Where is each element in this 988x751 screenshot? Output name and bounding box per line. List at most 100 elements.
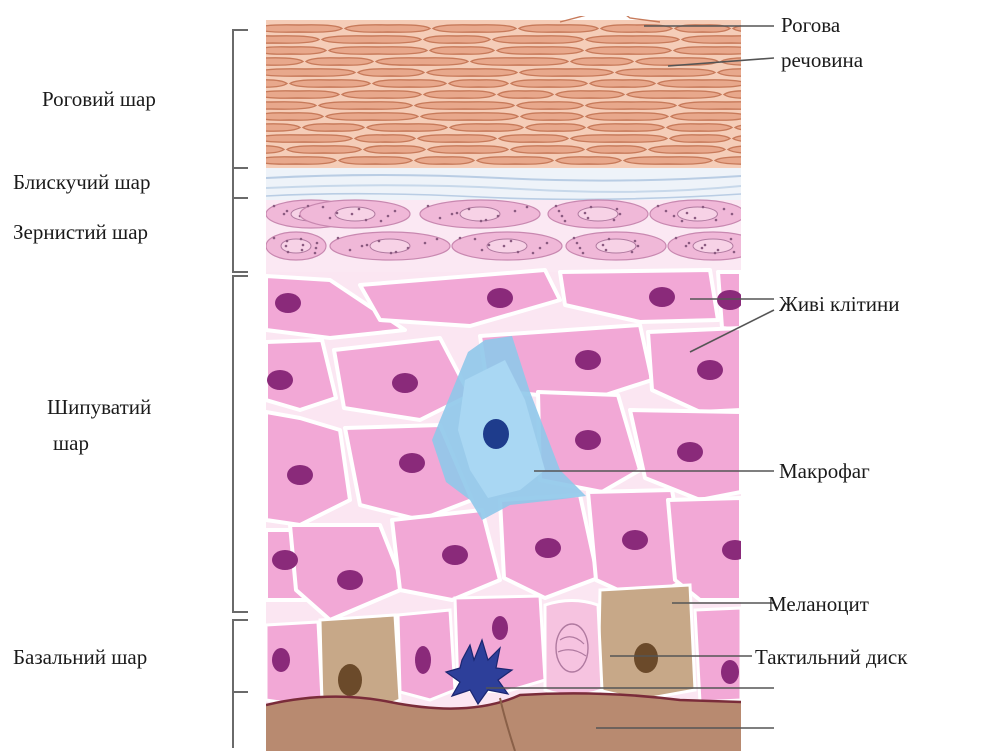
granule: [665, 210, 668, 213]
granule: [675, 237, 678, 240]
granule: [395, 251, 398, 254]
granule: [637, 245, 640, 248]
granule: [286, 240, 289, 243]
granule: [380, 220, 383, 223]
keratin-cell: [471, 58, 568, 65]
granule: [394, 210, 397, 213]
granule: [474, 238, 477, 241]
granule: [561, 215, 564, 218]
keratin-cell: [342, 91, 421, 98]
keratin-cell: [226, 146, 284, 153]
granule: [407, 247, 410, 250]
keratin-cell: [735, 124, 823, 131]
granule: [730, 238, 733, 241]
cell-nucleus: [275, 293, 301, 313]
keratin-cell: [636, 58, 718, 65]
keratin-cell: [715, 157, 804, 164]
keratin-cell: [373, 80, 446, 87]
granule: [631, 251, 634, 254]
keratin-cell: [256, 69, 355, 76]
granule: [608, 238, 611, 241]
cell-nucleus: [442, 545, 468, 565]
bracket-granulosum: [233, 198, 248, 272]
granule: [558, 210, 561, 213]
granule: [451, 213, 454, 216]
granule: [539, 247, 542, 250]
stratum-lucidum-illustration: [266, 168, 741, 200]
granule: [694, 217, 697, 220]
granule: [427, 205, 430, 208]
label-macrophage: Макрофаг: [779, 459, 870, 483]
granule: [336, 212, 339, 215]
keratin-cell: [345, 25, 430, 32]
stratum-corneum-illustration: [226, 6, 823, 168]
granule: [314, 252, 317, 255]
keratin-cell: [226, 124, 300, 131]
cell-nucleus: [337, 570, 363, 590]
granule: [378, 240, 381, 243]
granule: [366, 244, 369, 247]
keratin-cell: [493, 36, 583, 43]
layer-brackets: [233, 30, 248, 748]
granule: [584, 212, 587, 215]
keratin-cell: [256, 113, 323, 120]
granule: [714, 252, 717, 255]
cell-nucleus: [575, 430, 601, 450]
granule: [349, 249, 352, 252]
granule: [283, 213, 286, 216]
label-keratin-2: речовина: [781, 48, 863, 72]
keratin-cell: [256, 25, 342, 32]
granule: [564, 220, 567, 223]
cell-nucleus: [717, 290, 743, 310]
keratin-cell: [226, 80, 287, 87]
keratin-cell: [588, 124, 664, 131]
granule: [301, 249, 304, 252]
granule: [582, 252, 585, 255]
label-stratum-spinosum-2: шар: [53, 431, 89, 455]
label-keratin-1: Рогова: [781, 13, 840, 37]
keratin-cell: [322, 36, 421, 43]
granule: [510, 240, 513, 243]
granule: [701, 247, 704, 250]
bracket-basale: [233, 620, 248, 692]
keratin-cell: [226, 102, 316, 109]
keratin-cell: [287, 146, 361, 153]
granule: [685, 245, 688, 248]
keratin-cell: [477, 157, 553, 164]
keratin-cell: [256, 157, 336, 164]
cell-nucleus: [392, 373, 418, 393]
keratin-cell: [679, 102, 772, 109]
granule: [337, 237, 340, 240]
granule: [573, 237, 576, 240]
granule: [485, 219, 488, 222]
granule: [316, 242, 319, 245]
keratin-cell: [424, 91, 495, 98]
label-stratum-lucidum: Блискучий шар: [13, 170, 151, 194]
keratin-cell: [586, 36, 679, 43]
keratin-cell: [319, 102, 412, 109]
keratin-cell: [497, 47, 583, 54]
keratin-cell: [355, 135, 415, 142]
keratin-cell: [556, 157, 621, 164]
granule: [390, 252, 393, 255]
cell-nucleus: [272, 550, 298, 570]
keratin-cell: [586, 113, 668, 120]
keratin-cell: [421, 113, 518, 120]
keratin-cell: [520, 69, 613, 76]
bracket-lucidum: [233, 168, 248, 198]
keratin-cell: [428, 146, 508, 153]
granule: [526, 206, 529, 209]
keratin-cell: [376, 58, 468, 65]
keratin-cell: [303, 124, 364, 131]
cell-nucleus: [267, 370, 293, 390]
granule: [717, 249, 720, 252]
keratin-cell: [587, 146, 646, 153]
granule: [480, 220, 483, 223]
keratin-cell: [256, 47, 326, 54]
stratum-granulosum-illustration: [266, 200, 758, 272]
keratin-cell: [556, 91, 624, 98]
cell-nucleus: [722, 540, 748, 560]
keratin-cell: [256, 135, 352, 142]
granule: [590, 206, 593, 209]
